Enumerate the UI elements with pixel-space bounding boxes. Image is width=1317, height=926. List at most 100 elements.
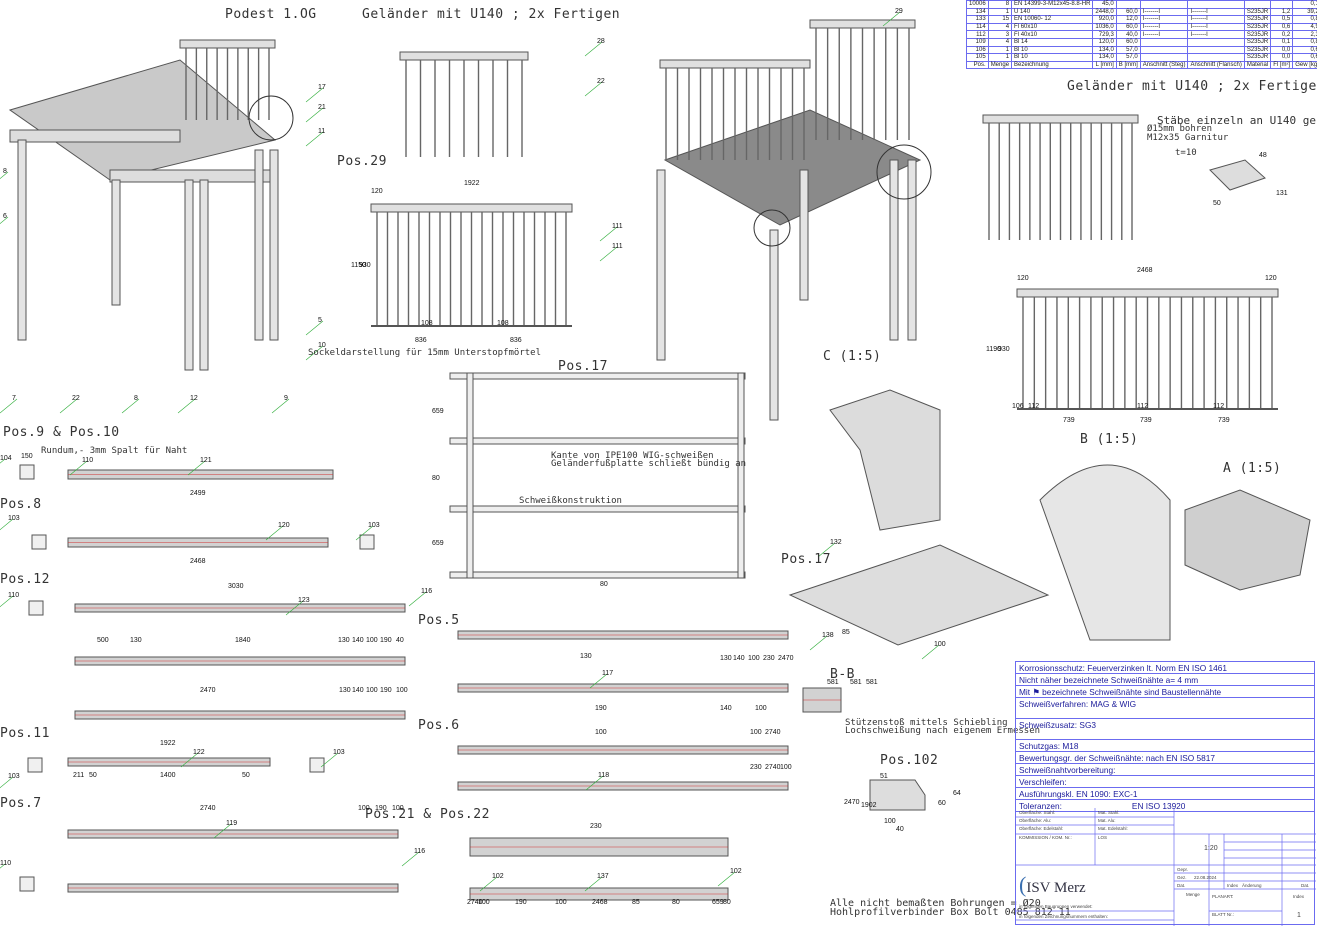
end-plate bbox=[19, 876, 35, 892]
parts-cell: Bl 10 bbox=[1011, 45, 1094, 55]
parts-cell bbox=[1139, 0, 1189, 9]
parts-cell: 8 bbox=[987, 0, 1013, 9]
leader-line bbox=[479, 876, 498, 892]
tb-ausfuehrung: Ausführungskl. EN 1090: EXC-1 bbox=[1016, 788, 1314, 800]
tb-index-value: 1 bbox=[1297, 912, 1301, 919]
leader-line bbox=[180, 752, 199, 768]
dimension-value: 739 bbox=[1063, 417, 1075, 424]
dimension-value: 2499 bbox=[190, 490, 206, 497]
callout-number: 120 bbox=[278, 522, 290, 529]
dimension-value: 40 bbox=[896, 826, 904, 833]
isv-merz-logo: (ISV Merz bbox=[1019, 872, 1086, 898]
parts-cell: Bezeichnung bbox=[1011, 60, 1094, 70]
parts-cell: 0,0 bbox=[1270, 45, 1294, 55]
parts-cell: 2,3 bbox=[1292, 30, 1317, 39]
parts-cell: S235JR bbox=[1243, 22, 1272, 32]
callout-number: 119 bbox=[226, 820, 238, 827]
leader-line bbox=[305, 320, 324, 336]
dimension-value: 2740 bbox=[467, 899, 483, 906]
tb-date: 22.08.2024 bbox=[1194, 875, 1217, 880]
dimension-value: 64 bbox=[953, 790, 961, 797]
tb-gez: Gez. bbox=[1177, 875, 1187, 880]
leader-line bbox=[177, 398, 196, 414]
title-gelaender-2: Geländer mit U140 ; 2x Fertigen bbox=[1067, 79, 1317, 94]
tb-ob-alu: Oberfläche: Alu: bbox=[1019, 818, 1052, 823]
parts-cell: Pos. bbox=[966, 60, 989, 70]
leader-line bbox=[320, 752, 339, 768]
label-pos102: Pos.102 bbox=[880, 753, 939, 768]
tb-vorbereitung: Schweißnahtvorbereitung: bbox=[1016, 764, 1314, 776]
podest-column bbox=[17, 139, 27, 341]
detail-circle bbox=[876, 144, 932, 200]
parts-cell bbox=[1139, 53, 1189, 62]
dimension-value: 100 bbox=[366, 637, 378, 644]
end-plate bbox=[27, 757, 43, 773]
label-detail-b: B (1:5) bbox=[1080, 432, 1139, 447]
dimension-value: 2740 bbox=[765, 729, 781, 736]
dimension-value: 100 bbox=[555, 899, 567, 906]
dimension-value: 230 bbox=[763, 655, 775, 662]
callout-number: 22 bbox=[597, 78, 605, 85]
dimension-value: 80 bbox=[432, 475, 440, 482]
leader-line bbox=[401, 851, 420, 867]
dimension-value: 100 bbox=[358, 805, 370, 812]
parts-cell: 0,8 bbox=[1292, 37, 1317, 47]
leader-line bbox=[599, 246, 618, 262]
callout-number: 102 bbox=[730, 868, 742, 875]
note-t10: t=10 bbox=[1175, 148, 1197, 158]
dimension-value: 3030 bbox=[228, 583, 244, 590]
dimension-value: 739 bbox=[1218, 417, 1230, 424]
podest-beam bbox=[9, 129, 181, 143]
dimension-value: 140 bbox=[352, 687, 364, 694]
iso-railing-2-top-rail bbox=[982, 114, 1139, 124]
dimension-value: 211 bbox=[73, 772, 85, 779]
end-plate bbox=[359, 534, 375, 550]
label-detail-c: C (1:5) bbox=[823, 349, 882, 364]
podest-column bbox=[199, 179, 209, 371]
dimension-value: 2470 bbox=[200, 687, 216, 694]
parts-cell: 0,8 bbox=[1292, 15, 1317, 24]
dimension-value: 2470 bbox=[844, 799, 860, 806]
tb-dat2: Dat. bbox=[1301, 883, 1310, 888]
leader-line bbox=[817, 542, 836, 558]
title-gelaender: Geländer mit U140 ; 2x Fertigen bbox=[362, 7, 621, 22]
title-block: Korrosionsschutz: Feuerverzinken lt. Nor… bbox=[1015, 661, 1316, 926]
leader-line bbox=[585, 775, 604, 791]
dimension-value: 500 bbox=[97, 637, 109, 644]
parts-cell: 4 bbox=[987, 37, 1013, 47]
leader-line bbox=[59, 398, 78, 414]
parts-cell: I-------I bbox=[1139, 22, 1189, 32]
callout-number: 116 bbox=[414, 848, 426, 855]
leader-line bbox=[921, 644, 940, 660]
leader-line bbox=[0, 863, 6, 869]
callout-number: 132 bbox=[830, 539, 842, 546]
callout-number: 111 bbox=[612, 223, 623, 230]
dimension-value: 1840 bbox=[235, 637, 251, 644]
parts-cell: 729,3 bbox=[1092, 30, 1117, 39]
parts-cell bbox=[1187, 45, 1245, 55]
podest-column bbox=[184, 179, 194, 371]
leader-line bbox=[717, 871, 736, 887]
callout-number: 28 bbox=[597, 38, 605, 45]
dimension-value: 112 bbox=[1213, 403, 1225, 410]
center-column bbox=[769, 229, 779, 421]
leader-line bbox=[305, 87, 324, 103]
leader-line bbox=[584, 41, 603, 57]
tb-bewertung: Bewertungsgr. der Schweißnähte: nach EN … bbox=[1016, 752, 1314, 764]
parts-cell: S235JR bbox=[1243, 37, 1272, 47]
tb-baustelle: Mit ⚑ bezeichnete Schweißnähte sind Baus… bbox=[1016, 686, 1314, 698]
leader-line bbox=[599, 226, 618, 242]
parts-cell: 4,9 bbox=[1292, 22, 1317, 32]
tb-mat-edel: Mat. Edelstahl: bbox=[1098, 826, 1128, 831]
parts-cell: 45,0 bbox=[1092, 0, 1117, 9]
logo-text: ISV Merz bbox=[1026, 880, 1086, 896]
parts-cell: 39,2 bbox=[1292, 7, 1317, 17]
parts-cell: S235JR bbox=[1243, 30, 1272, 39]
parts-cell: 133 bbox=[966, 15, 989, 24]
leader-line bbox=[0, 398, 18, 414]
dimension-value: 2468 bbox=[190, 558, 206, 565]
dimension-value: 130 bbox=[339, 687, 351, 694]
tb-verschleifen: Verschleifen: bbox=[1016, 776, 1314, 788]
